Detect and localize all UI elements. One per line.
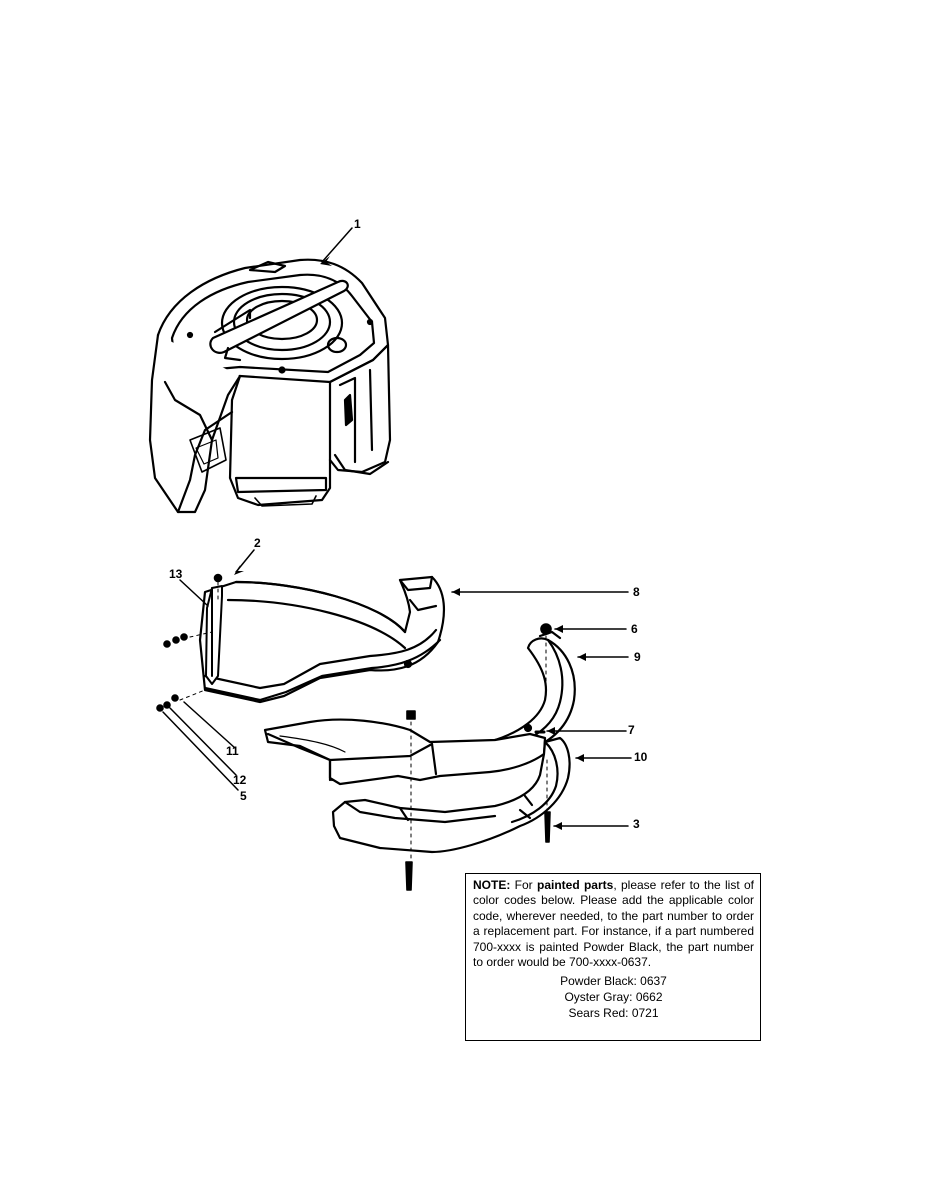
callout-10: 10 <box>634 750 648 764</box>
callout-7: 7 <box>628 723 635 737</box>
callout-11: 11 <box>226 744 239 758</box>
color-code-oyster-gray: Oyster Gray: 0662 <box>564 990 663 1005</box>
note-text-2: , please refer to the list of color code… <box>473 878 754 970</box>
part-7-floor-pan <box>263 718 547 786</box>
callout-3: 3 <box>633 817 640 831</box>
callout-12: 12 <box>233 773 247 787</box>
color-code-powder-black: Powder Black: 0637 <box>560 974 667 989</box>
part-10-lower-shroud <box>331 736 571 854</box>
color-code-sears-red: Sears Red: 0721 <box>568 1006 659 1021</box>
part-1-housing <box>148 258 392 514</box>
hardware-fasteners <box>156 573 552 891</box>
leader-arrowheads <box>234 256 586 830</box>
painted-parts-note: NOTE: For painted parts, please refer to… <box>465 873 761 1041</box>
assembly-guide-lines <box>179 581 548 861</box>
callout-8: 8 <box>633 585 640 599</box>
callout-2: 2 <box>254 536 261 550</box>
callout-9: 9 <box>634 650 641 664</box>
callout-5: 5 <box>240 789 247 803</box>
leader-lines <box>162 227 632 827</box>
note-bold-phrase: painted parts <box>536 878 614 892</box>
callout-6: 6 <box>631 622 638 636</box>
part-8-rear-shroud <box>198 575 445 704</box>
callout-13: 13 <box>169 567 183 581</box>
note-text-1: For <box>510 878 537 892</box>
note-label: NOTE: <box>473 878 511 892</box>
note-paragraph: NOTE: For painted parts, please refer to… <box>473 878 754 970</box>
callout-1: 1 <box>354 217 361 231</box>
color-code-list: Powder Black: 0637 Oyster Gray: 0662 Sea… <box>473 973 754 1021</box>
